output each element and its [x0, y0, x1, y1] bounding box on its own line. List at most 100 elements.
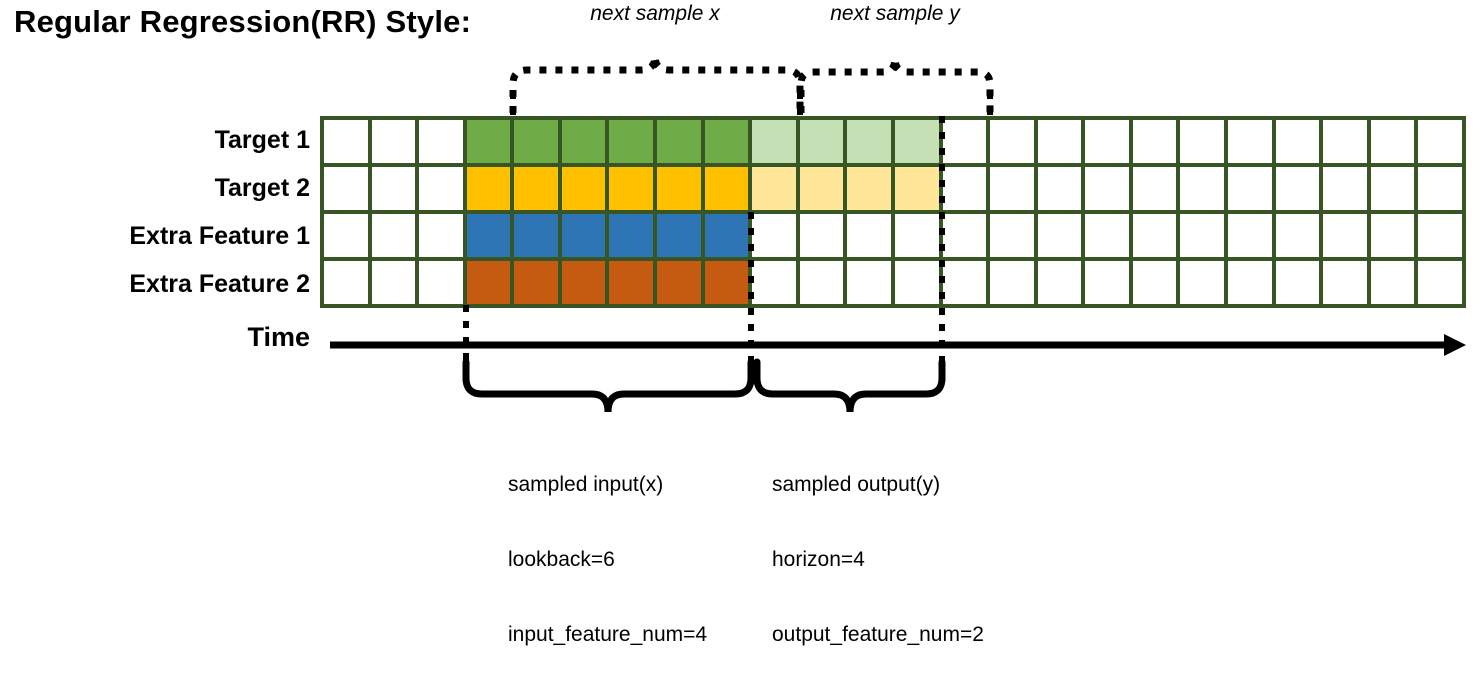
cell-output-r1-c11: [799, 120, 844, 163]
caption-input-line-1: sampled input(x): [508, 473, 664, 496]
cell-input-r4-c5: [514, 261, 558, 304]
row-label-extra-feature-2: Extra Feature 2: [129, 270, 310, 298]
cell-blank-r3-c17: [1085, 214, 1129, 257]
row-label-extra-feature-1: Extra Feature 1: [129, 222, 310, 250]
cell-input-r4-c9: [704, 261, 749, 304]
cell-blank-r4-c17: [1085, 261, 1129, 304]
cell-blank-r2-c17: [1085, 167, 1129, 210]
cell-blank-r1-c1: [324, 120, 368, 163]
cell-output-r2-c11: [799, 167, 844, 210]
time-axis-arrow: [330, 334, 1466, 356]
cell-blank-r2-c16: [1037, 167, 1082, 210]
cell-blank-r2-c14: [942, 167, 987, 210]
cell-input-r2-c9: [704, 167, 749, 210]
cell-input-r4-c8: [657, 261, 701, 304]
cell-blank-r1-c23: [1370, 120, 1415, 163]
brace-sampled-output: [753, 358, 946, 413]
cell-blank-r1-c18: [1132, 120, 1177, 163]
cell-blank-r4-c14: [942, 261, 987, 304]
cell-blank-r2-c15: [990, 167, 1034, 210]
cell-input-r1-c4: [466, 120, 511, 163]
cell-blank-r2-c22: [1323, 167, 1367, 210]
cell-blank-r3-c21: [1275, 214, 1320, 257]
cell-blank-r2-c1: [324, 167, 368, 210]
cell-input-r3-c8: [657, 214, 701, 257]
cell-input-r2-c8: [657, 167, 701, 210]
cell-blank-r3-c10: [752, 214, 796, 257]
cell-output-r1-c10: [752, 120, 796, 163]
caption-input-line-2: lookback=6: [508, 548, 615, 571]
cell-blank-r1-c20: [1228, 120, 1272, 163]
cell-output-r2-c10: [752, 167, 796, 210]
cell-input-r3-c9: [704, 214, 749, 257]
cell-blank-r1-c21: [1275, 120, 1320, 163]
cell-input-r1-c7: [609, 120, 654, 163]
cell-blank-r1-c14: [942, 120, 987, 163]
cell-input-r1-c5: [514, 120, 558, 163]
cell-input-r3-c7: [609, 214, 654, 257]
cell-blank-r2-c18: [1132, 167, 1177, 210]
cell-blank-r4-c16: [1037, 261, 1082, 304]
cell-blank-r3-c12: [847, 214, 891, 257]
cell-blank-r4-c19: [1180, 261, 1225, 304]
cell-blank-r2-c23: [1370, 167, 1415, 210]
cell-output-r2-c12: [847, 167, 891, 210]
cell-blank-r2-c20: [1228, 167, 1272, 210]
diagram-canvas: Regular Regression(RR) Style: next sampl…: [14, 2, 1466, 646]
cell-output-r2-c13: [894, 167, 939, 210]
caption-sampled-output: sampled output(y) horizon=4 output_featu…: [772, 422, 984, 697]
cell-blank-r4-c20: [1228, 261, 1272, 304]
cell-input-r2-c6: [561, 167, 606, 210]
cell-input-r4-c4: [466, 261, 511, 304]
cell-blank-r1-c22: [1323, 120, 1367, 163]
cell-blank-r4-c10: [752, 261, 796, 304]
cell-blank-r4-c3: [419, 261, 463, 304]
cell-blank-r3-c23: [1370, 214, 1415, 257]
cell-input-r3-c6: [561, 214, 606, 257]
cell-blank-r3-c13: [894, 214, 939, 257]
cell-blank-r4-c21: [1275, 261, 1320, 304]
cell-blank-r4-c12: [847, 261, 891, 304]
cell-input-r2-c7: [609, 167, 654, 210]
cell-blank-r1-c16: [1037, 120, 1082, 163]
cell-blank-r4-c1: [324, 261, 368, 304]
cell-input-r1-c9: [704, 120, 749, 163]
cell-input-r1-c6: [561, 120, 606, 163]
cell-blank-r3-c2: [371, 214, 416, 257]
cell-input-r4-c6: [561, 261, 606, 304]
cell-input-r4-c7: [609, 261, 654, 304]
cell-input-r3-c5: [514, 214, 558, 257]
cell-blank-r3-c1: [324, 214, 368, 257]
caption-output-line-1: sampled output(y): [772, 473, 941, 496]
cell-blank-r4-c24: [1418, 261, 1462, 304]
cell-blank-r3-c3: [419, 214, 463, 257]
cell-input-r1-c8: [657, 120, 701, 163]
cell-blank-r4-c18: [1132, 261, 1177, 304]
cell-blank-r4-c23: [1370, 261, 1415, 304]
cell-blank-r4-c11: [799, 261, 844, 304]
brace-next-sample-y: [797, 57, 994, 113]
cell-blank-r4-c22: [1323, 261, 1367, 304]
caption-input-line-3: input_feature_num=4: [508, 623, 708, 646]
cell-blank-r1-c15: [990, 120, 1034, 163]
cell-output-r1-c12: [847, 120, 891, 163]
brace-next-sample-x: [509, 55, 804, 113]
cell-blank-r3-c18: [1132, 214, 1177, 257]
row-label-target-1: Target 1: [214, 126, 310, 154]
cell-blank-r4-c2: [371, 261, 416, 304]
cell-blank-r3-c15: [990, 214, 1034, 257]
timeseries-grid: [320, 116, 1466, 308]
cell-blank-r2-c24: [1418, 167, 1462, 210]
cell-blank-r3-c16: [1037, 214, 1082, 257]
cell-blank-r2-c19: [1180, 167, 1225, 210]
cell-blank-r4-c15: [990, 261, 1034, 304]
caption-output-line-3: output_feature_num=2: [772, 623, 984, 646]
row-label-target-2: Target 2: [214, 174, 310, 202]
brace-sampled-input: [462, 358, 755, 413]
cell-blank-r4-c13: [894, 261, 939, 304]
time-axis-label: Time: [247, 322, 310, 352]
cell-blank-r3-c14: [942, 214, 987, 257]
cell-output-r1-c13: [894, 120, 939, 163]
cell-blank-r3-c20: [1228, 214, 1272, 257]
cell-input-r3-c4: [466, 214, 511, 257]
